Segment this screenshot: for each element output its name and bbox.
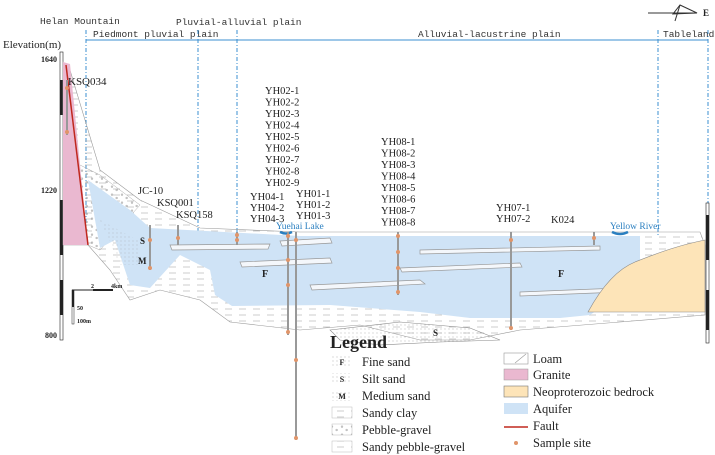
text-boreholes-yh02-4: YH02-5 (265, 132, 299, 143)
text-legend-right-1-label: Granite (533, 368, 571, 382)
fault-line (65, 64, 89, 246)
text-scale_bar-h_end: 4km (111, 284, 122, 290)
text-legend-right-2-label: Neoproterozoic bedrock (533, 385, 655, 399)
zone-dividers (85, 30, 709, 245)
text-section_letters-f2: F (558, 269, 564, 280)
scale-bar: 2 4km 50 100m (71, 284, 122, 325)
text-boreholes-yh08-2: YH08-3 (381, 160, 415, 171)
text-boreholes-yh04-0: YH04-1 (250, 192, 284, 203)
sample-sites (65, 86, 596, 440)
text-legend-right-4-label: Fault (533, 419, 559, 433)
elevation-axis: 1640 1220 800 (41, 51, 64, 341)
label-jc10: JC-10 (138, 186, 163, 197)
labels-yh02: YH02-1 YH02-2 YH02-3 YH02-4 YH02-5 YH02-… (265, 86, 300, 189)
label-k024: K024 (551, 215, 575, 226)
legend-left: F Fine sand S Silt sand M Medium sand Sa… (331, 355, 466, 454)
labels-yh01: YH01-1 YH01-2 YH01-3 (296, 189, 330, 222)
silt-sand-lens (329, 321, 501, 346)
right-axis (705, 202, 710, 344)
text-legend-left-5-label: Sandy pebble-gravel (362, 440, 466, 454)
text-boreholes-yh01-1: YH01-2 (296, 200, 330, 211)
text-legend-right-3-label: Aquifer (533, 402, 573, 416)
tick-800: 800 (45, 331, 57, 340)
yuehai-lake-water (279, 230, 293, 235)
label-ksq158: KSQ158 (176, 210, 213, 221)
labels-yh08: YH08-1 YH08-2 YH08-3 YH08-4 YH08-5 YH08-… (381, 137, 416, 229)
zone-tableland: Tableland (663, 29, 714, 40)
text-legend-left-2-label: Medium sand (362, 389, 431, 403)
text-boreholes-yh02-1: YH02-2 (265, 98, 299, 109)
text-boreholes-yh02-2: YH02-3 (265, 109, 299, 120)
text-section_letters-s1: S (140, 236, 145, 246)
tick-1220: 1220 (41, 186, 57, 195)
text-boreholes-yh08-6: YH08-7 (381, 206, 415, 217)
text-scale_bar-v_mid: 50 (77, 306, 83, 312)
sand-zone (100, 220, 140, 265)
text-legend-right-5-label: Sample site (533, 436, 591, 450)
label-yuehai-lake: Yuehai Lake (276, 222, 324, 232)
zone-piedmont: Piedmont pluvial plain (93, 29, 218, 40)
text-legend-left-1-label: Silt sand (362, 372, 406, 386)
text-legend-left-1-symbol: S (340, 375, 345, 384)
tick-1640: 1640 (41, 55, 57, 64)
text-section_letters-s2: S (433, 328, 438, 338)
direction-arrow: E (648, 4, 709, 22)
text-boreholes-yh02-0: YH02-1 (265, 86, 299, 97)
elevation-axis-title: Elevation(m) (3, 39, 61, 51)
text-boreholes-yh07-0: YH07-1 (496, 203, 530, 214)
zone-pluvial-alluvial: Pluvial-alluvial plain (176, 17, 301, 28)
text-legend-left-3-label: Sandy clay (362, 406, 418, 420)
label-yellow-river: Yellow River (610, 222, 661, 232)
text-boreholes-yh02-5: YH02-6 (265, 144, 299, 155)
text-section_letters-f1: F (262, 269, 268, 280)
text-boreholes-yh02-6: YH02-7 (265, 155, 299, 166)
lithology-letters: S M F F S (138, 236, 564, 338)
text-boreholes-yh04-2: YH04-3 (250, 214, 284, 225)
boreholes (66, 80, 595, 440)
zone-alluvial-lacustrine: Alluvial-lacustrine plain (418, 29, 561, 40)
text-legend-left-0-symbol: F (340, 358, 345, 367)
legend-title: Legend (330, 332, 387, 352)
text-section_letters-m1: M (138, 256, 147, 266)
text-boreholes-yh07-1: YH07-2 (496, 214, 530, 225)
text-legend-right-0-label: Loam (533, 352, 562, 366)
label-ksq034: KSQ034 (68, 76, 107, 88)
text-boreholes-yh08-3: YH08-4 (381, 172, 416, 183)
direction-label: E (703, 8, 709, 18)
zone-helan-mountain: Helan Mountain (40, 16, 120, 27)
legend-right: Loam Granite Neoproterozoic bedrock Aqui… (503, 352, 655, 450)
text-scale_bar-h_mid: 2 (91, 284, 94, 290)
text-boreholes-yh02-8: YH02-9 (265, 178, 299, 189)
text-boreholes-yh01-2: YH01-3 (296, 211, 330, 222)
text-scale_bar-v_end: 100m (77, 319, 91, 325)
text-boreholes-yh08-5: YH08-6 (381, 195, 415, 206)
text-boreholes-yh01-0: YH01-1 (296, 189, 330, 200)
text-boreholes-yh08-0: YH08-1 (381, 137, 415, 148)
text-boreholes-yh02-7: YH02-8 (265, 167, 299, 178)
labels-yh07: YH07-1 YH07-2 (496, 203, 530, 225)
labels-yh04: YH04-1 YH04-2 YH04-3 (250, 192, 284, 225)
text-boreholes-yh08-4: YH08-5 (381, 183, 415, 194)
yellow-river-water (611, 230, 629, 236)
text-boreholes-yh02-3: YH02-4 (265, 121, 300, 132)
text-boreholes-yh08-7: YH08-8 (381, 218, 415, 229)
text-legend-left-0-label: Fine sand (362, 355, 411, 369)
aquifer-layer (88, 180, 640, 318)
text-legend-left-4-label: Pebble-gravel (362, 423, 432, 437)
text-boreholes-yh04-1: YH04-2 (250, 203, 284, 214)
text-legend-left-2-symbol: M (338, 392, 346, 401)
neoproterozoic-bedrock (587, 239, 706, 313)
text-boreholes-yh08-1: YH08-2 (381, 149, 415, 160)
label-ksq001: KSQ001 (157, 198, 194, 209)
